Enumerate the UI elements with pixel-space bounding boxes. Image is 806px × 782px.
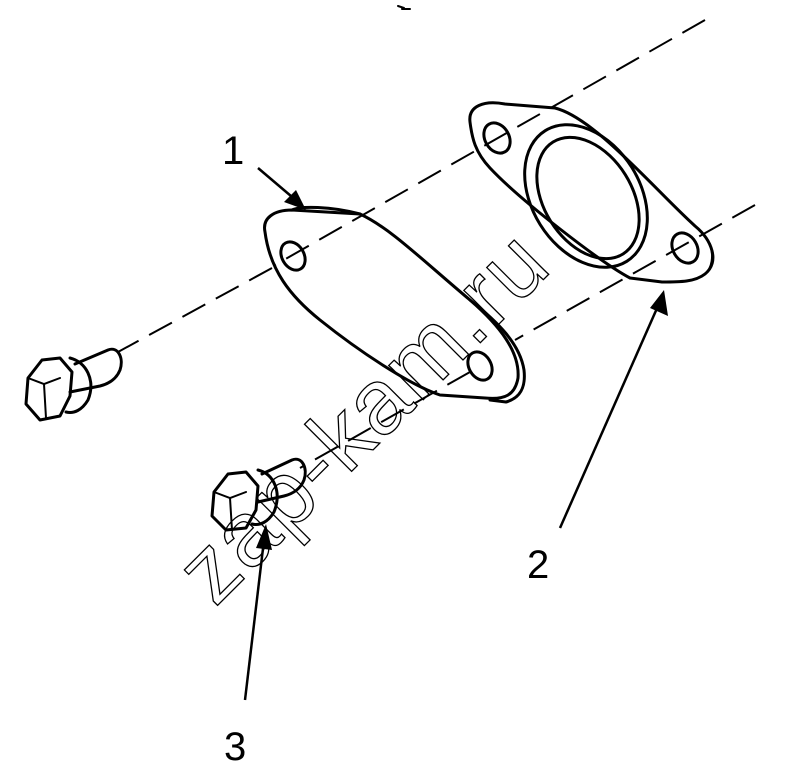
stray-mark xyxy=(397,5,411,10)
flange-bolt-lower xyxy=(210,457,307,532)
gasket xyxy=(468,101,715,284)
centerlines xyxy=(117,19,756,469)
cover-plate xyxy=(263,205,526,404)
gasket-ring-outer xyxy=(523,123,649,269)
bolt-upper-head-facets xyxy=(27,377,61,419)
bolt-axis-upper xyxy=(117,267,273,353)
leaders xyxy=(243,167,668,701)
watermark-text: zap-kam.ru xyxy=(157,211,569,623)
cover-plate-edge xyxy=(290,205,526,404)
gasket-ring-inner xyxy=(535,135,641,261)
bolt-lower-head-facets xyxy=(213,491,247,531)
bolt-axis-lower xyxy=(299,371,471,469)
bolt-upper-shank xyxy=(68,347,123,394)
gasket-thickness xyxy=(704,243,714,275)
bolt-lower-shank xyxy=(256,457,307,504)
callout-label-1: 1 xyxy=(222,129,244,173)
lower-centerline xyxy=(514,204,756,341)
leader-3 xyxy=(243,539,266,701)
upper-centerline xyxy=(274,19,706,266)
flange-bolt-upper xyxy=(24,347,123,422)
arrowhead-2 xyxy=(650,290,668,316)
callout-label-3: 3 xyxy=(224,725,246,769)
bolt-lower-head xyxy=(210,470,260,532)
bolt-lower-flange xyxy=(250,468,279,526)
gasket-hole-lower xyxy=(670,231,700,265)
callout-label-2: 2 xyxy=(527,543,549,587)
arrowhead-1 xyxy=(284,190,306,210)
cover-plate-hole-lower xyxy=(466,350,494,382)
arrowhead-3 xyxy=(256,524,272,550)
leader-2 xyxy=(558,305,660,529)
cover-plate-hole-upper xyxy=(279,240,307,272)
cover-plate-outline xyxy=(263,208,520,400)
bolt-upper-flange xyxy=(64,356,93,414)
bolt-upper-head xyxy=(24,356,74,422)
gasket-hole-upper xyxy=(482,121,512,155)
